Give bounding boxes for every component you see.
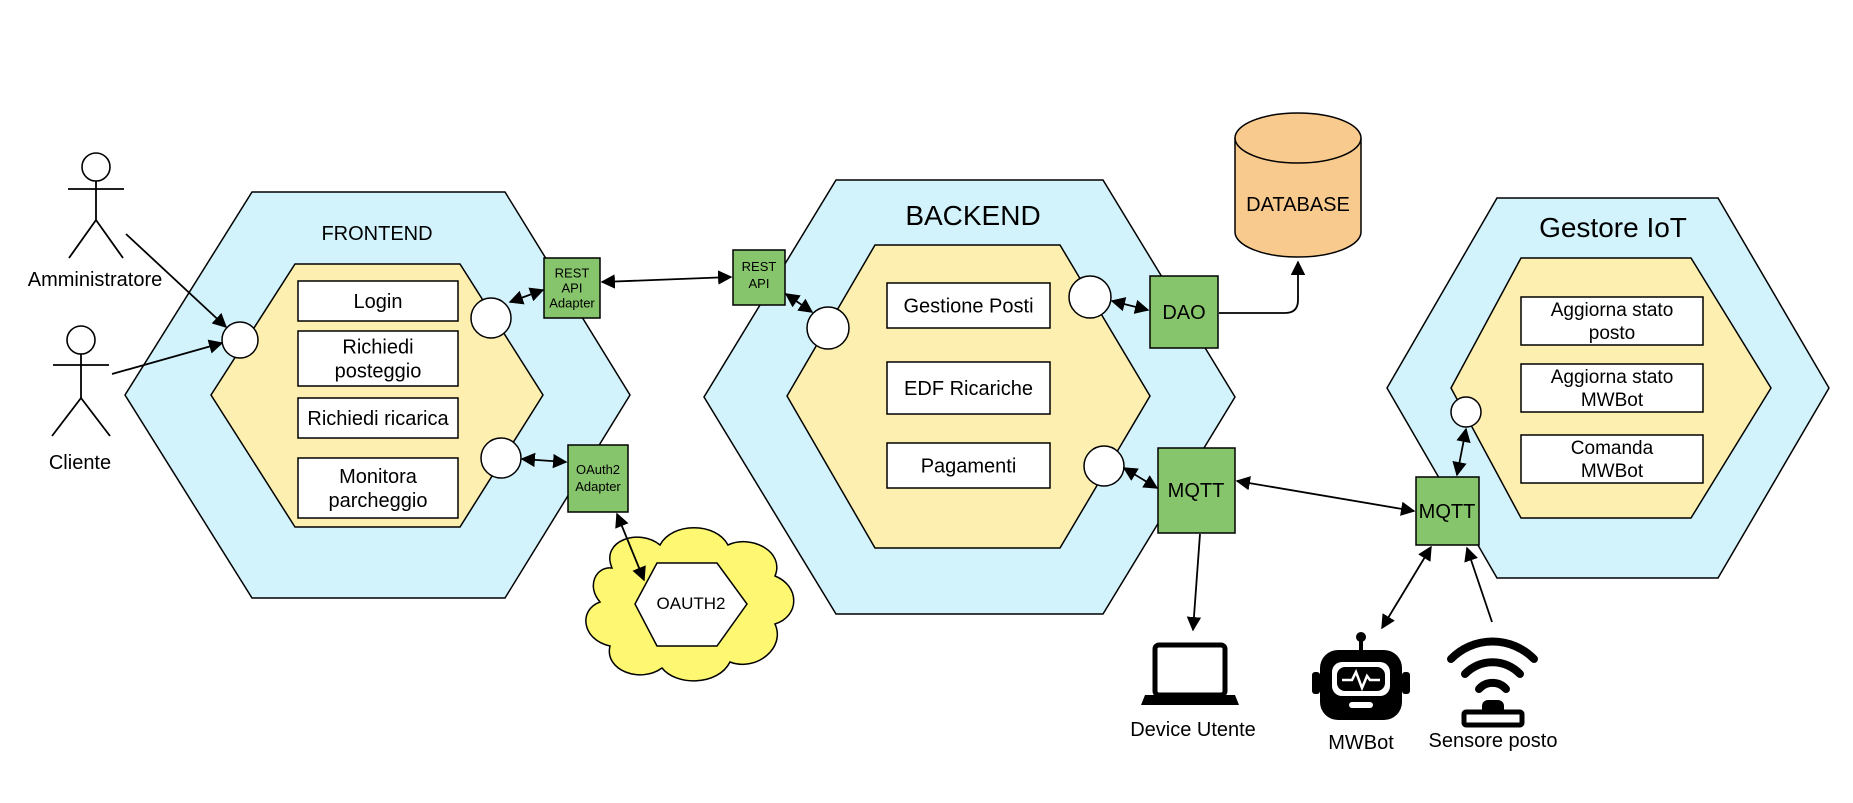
frontend-core (210, 263, 544, 528)
connections (111, 233, 1493, 632)
sensore-posto-label: Sensore posto (1429, 730, 1558, 752)
edge-backendport-dao (1110, 297, 1150, 314)
oauth2-label: OAUTH2 (657, 594, 726, 613)
iot-box-1 (1520, 296, 1704, 346)
mqtt-backend-label: MQTT (1168, 480, 1225, 502)
edge-client-frontend (111, 339, 224, 375)
frontend-box-4 (297, 457, 459, 519)
backend-port-dao (1068, 275, 1112, 319)
actor-amministratore-label: Amministratore (28, 269, 162, 291)
frontend-port-actors (221, 321, 259, 359)
actor-cliente (51, 325, 111, 437)
backend-title: BACKEND (905, 200, 1040, 231)
oauth2-adapter (567, 444, 629, 513)
edge-mqtt-device (1186, 533, 1202, 632)
backend-port-rest (806, 306, 850, 350)
frontend-title: FRONTEND (321, 223, 432, 245)
mqtt-iot-label: MQTT (1419, 501, 1476, 523)
device-utente-label: Device Utente (1130, 719, 1256, 741)
backend-box-3 (886, 442, 1051, 489)
backend-port-mqtt (1083, 445, 1125, 487)
database-label: DATABASE (1246, 194, 1350, 216)
frontend-port-oauth (480, 437, 522, 479)
edge-restapi-backendport (784, 293, 814, 313)
edge-frontport-oauthadapter (520, 452, 568, 469)
robot-icon (1312, 632, 1410, 720)
mwbot-label: MWBot (1328, 732, 1394, 754)
backend-box-label-1: Gestione Posti (903, 296, 1033, 318)
frontend-box-3 (297, 397, 459, 439)
backend-box-1 (886, 282, 1051, 329)
edge-dao-database (1219, 260, 1306, 314)
frontend-box-1 (297, 280, 459, 322)
edge-restadapter-restapi (600, 270, 733, 289)
frontend-port-rest (470, 297, 512, 339)
frontend-box-2 (297, 330, 459, 387)
edge-sensor-mqtt (1464, 546, 1493, 623)
wifi-sensor-icon (1447, 637, 1538, 728)
dao-adapter (1149, 275, 1219, 349)
edge-backendport-mqtt (1122, 467, 1159, 489)
iot-box-2 (1520, 363, 1704, 413)
backend-box-label-3: Pagamenti (921, 456, 1017, 478)
iot-box-3 (1520, 434, 1704, 484)
backend-box-label-2: EDF Ricariche (904, 378, 1033, 400)
oauth2-hexagon (634, 562, 748, 647)
mqtt-iot (1415, 476, 1480, 546)
iot-title: Gestore IoT (1539, 212, 1687, 243)
frontend-box-label-3: Richiedi ricarica (307, 408, 449, 430)
actor-cliente-label: Cliente (49, 452, 111, 474)
mqtt-backend (1157, 447, 1236, 534)
laptop-icon (1141, 642, 1239, 705)
rest-api (732, 249, 786, 306)
edge-mqtt-mqtt (1235, 476, 1416, 516)
frontend-box-label-1: Login (354, 291, 403, 313)
edge-mqtt-mwbot (1381, 545, 1432, 630)
edge-iotport-mqtt (1452, 427, 1471, 477)
iot-port-mqtt (1450, 396, 1482, 428)
backend-box-2 (886, 361, 1051, 415)
actor-amministratore (68, 152, 124, 259)
edge-frontport-restadapter (508, 287, 545, 305)
edge-admin-frontend (125, 233, 228, 328)
edge-oauthadapter-oauth2 (615, 512, 646, 582)
dao-label: DAO (1162, 302, 1205, 324)
database-cylinder (1234, 112, 1362, 258)
